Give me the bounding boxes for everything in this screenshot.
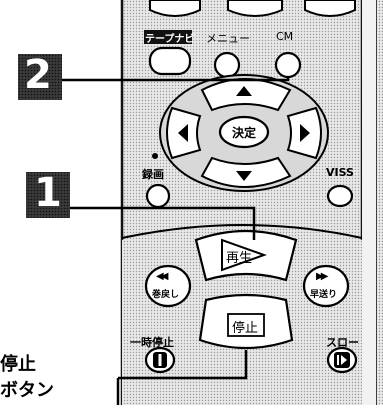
tape-navi-button [148, 46, 192, 76]
record-label: 録画 [142, 168, 164, 181]
viss-button [326, 184, 354, 208]
cm-button [274, 51, 302, 79]
ff-label: 早送り [310, 290, 338, 300]
tape-navi-tag [144, 30, 192, 44]
play-label: 再生 [226, 251, 253, 266]
slow-label: スロー [326, 336, 359, 349]
left-arrow-icon [178, 124, 188, 142]
rewind-label: 巻戻し [152, 290, 180, 300]
stop-label-box [227, 313, 265, 337]
stop-button-callout-line1: 停止 [0, 354, 36, 375]
step1-number: 1 [34, 170, 62, 216]
play-triangle-icon [221, 238, 267, 272]
right-arrow-icon [300, 124, 310, 142]
rewind-symbol: ◀◀ [156, 271, 169, 282]
down-arrow-icon [236, 171, 252, 181]
step2-box [18, 54, 62, 100]
top-button-right [304, 0, 356, 17]
up-arrow-icon [236, 86, 252, 96]
step2-number: 2 [24, 52, 52, 98]
fast-forward-button [302, 264, 350, 308]
step1-callout-line [70, 206, 256, 240]
enter-label: 決定 [232, 126, 257, 140]
pause-label: 一時停止 [130, 336, 174, 349]
record-indicator-dot [152, 153, 158, 159]
step2-callout-line [62, 77, 290, 82]
record-button [145, 183, 171, 209]
menu-label: メニュー [206, 32, 250, 45]
top-button-middle [227, 0, 283, 17]
rewind-button [144, 264, 192, 308]
cm-label: CM [276, 30, 294, 43]
top-button-left [149, 0, 201, 17]
stop-label: 停止 [232, 321, 259, 336]
tape-navi-label: テープナビ [145, 34, 195, 45]
ff-symbol: ▶▶ [316, 271, 329, 282]
enter-button [218, 115, 270, 149]
stop-button-callout-line2: ボタン [0, 380, 54, 401]
menu-button [213, 51, 241, 79]
step1-box [26, 172, 70, 218]
viss-label: VISS [326, 166, 354, 179]
